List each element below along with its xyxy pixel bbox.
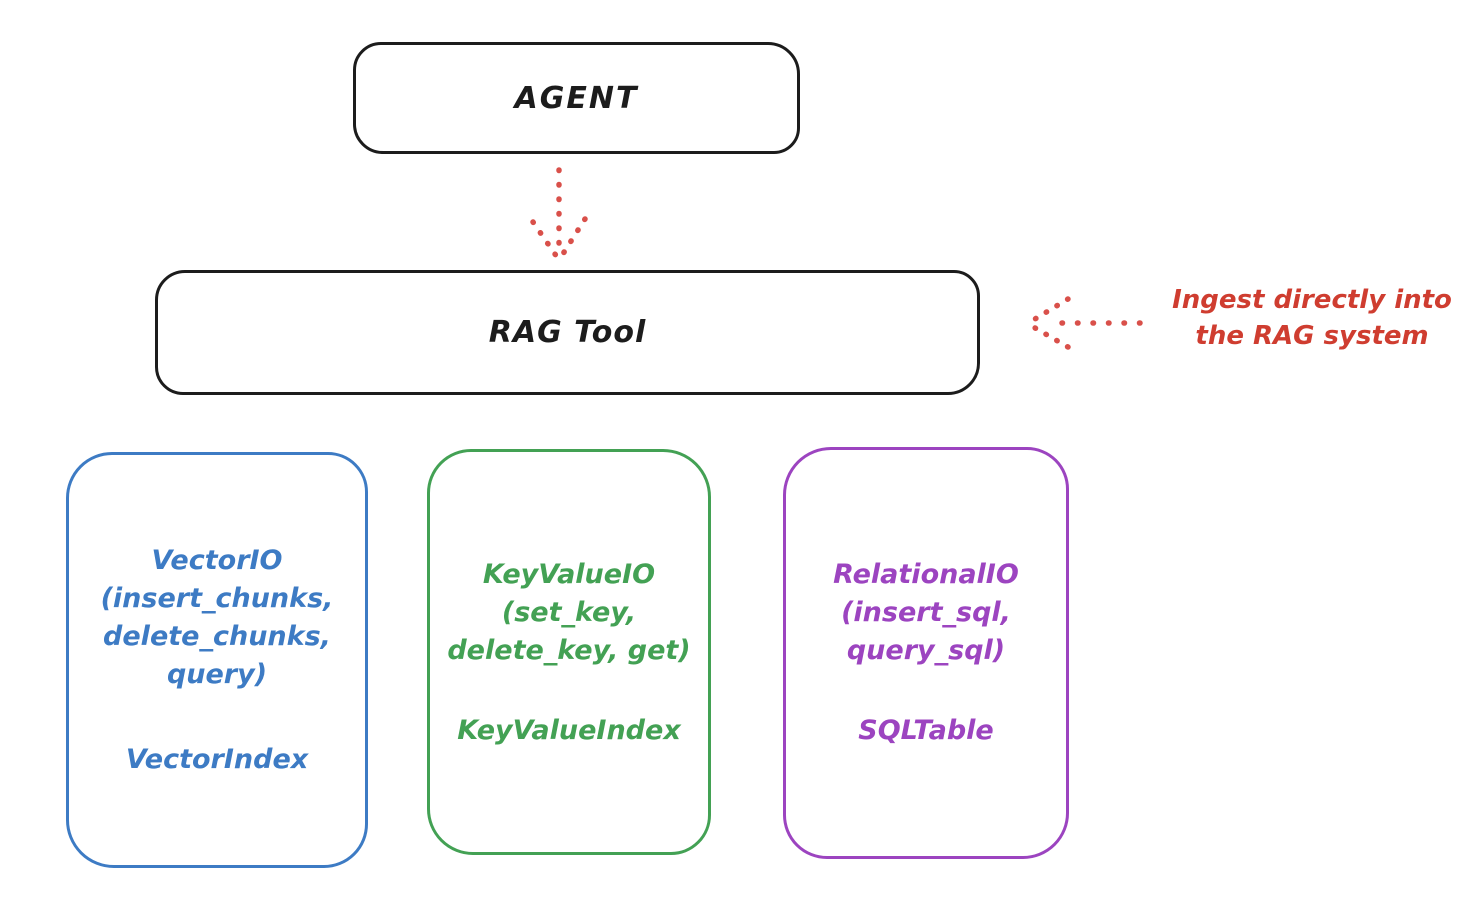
vector-io-box: VectorIO (insert_chunks, delete_chunks, … xyxy=(66,452,368,868)
keyvalue-io-methods-line1: (set_key, xyxy=(501,597,637,628)
relational-io-box: RelationalIO (insert_sql, query_sql) SQL… xyxy=(783,447,1069,859)
vector-io-methods-line2: delete_chunks, xyxy=(103,621,331,652)
rag-tool-node: RAG Tool xyxy=(155,270,980,395)
agent-to-ragtool-arrow xyxy=(530,167,588,260)
keyvalue-io-box: KeyValueIO (set_key, delete_key, get) Ke… xyxy=(427,449,711,855)
sql-table-label: SQLTable xyxy=(858,715,994,746)
vector-io-title: VectorIO xyxy=(151,545,283,576)
vector-index-label: VectorIndex xyxy=(125,744,309,775)
vector-io-methods-line3: query) xyxy=(166,659,268,690)
ingest-annotation-arrow xyxy=(1027,296,1143,350)
relational-io-title: RelationalIO xyxy=(833,559,1019,590)
relational-io-methods-line1: (insert_sql, xyxy=(841,597,1011,628)
ingest-annotation-line1: Ingest directly into xyxy=(1172,285,1452,315)
vector-io-methods-line1: (insert_chunks, xyxy=(100,583,334,614)
ingest-annotation: Ingest directly into the RAG system xyxy=(1140,282,1484,354)
agent-node-label: AGENT xyxy=(514,80,639,116)
keyvalue-io-title: KeyValueIO xyxy=(482,559,656,590)
rag-tool-node-label: RAG Tool xyxy=(488,315,647,350)
agent-node: AGENT xyxy=(353,42,800,154)
ingest-annotation-line2: the RAG system xyxy=(1195,321,1429,351)
keyvalue-index-label: KeyValueIndex xyxy=(457,715,681,746)
relational-io-methods-line2: query_sql) xyxy=(846,635,1006,666)
keyvalue-io-methods-line2: delete_key, get) xyxy=(447,635,691,666)
